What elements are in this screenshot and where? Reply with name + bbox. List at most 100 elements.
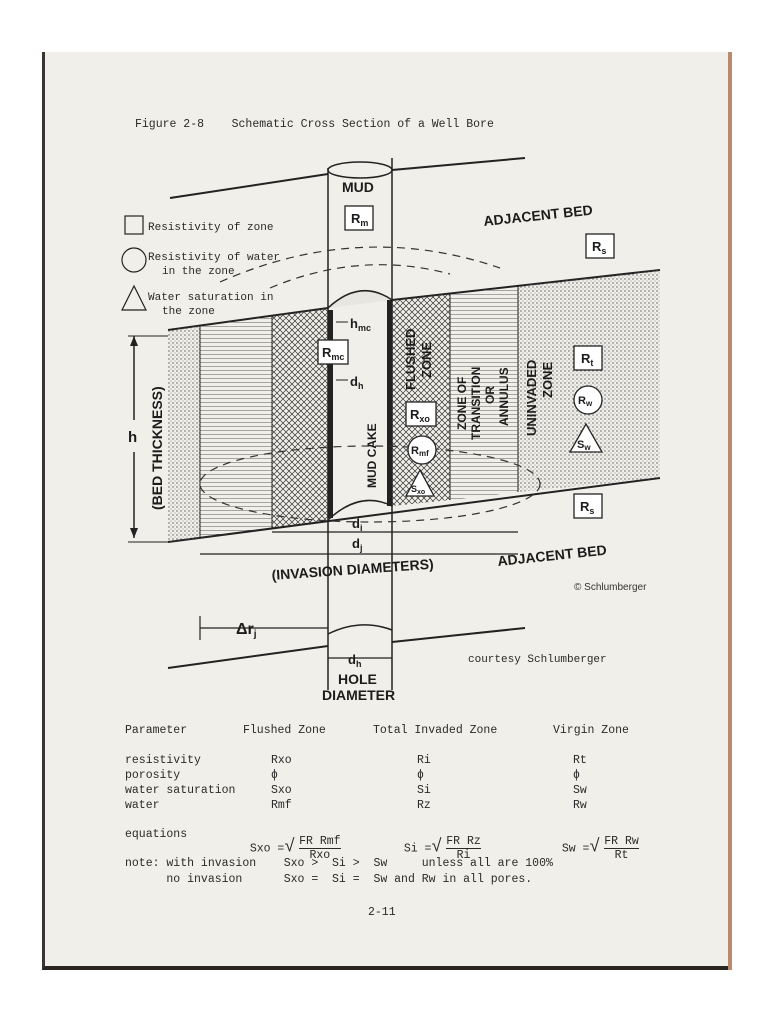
delta-r-label: Δrj: [236, 621, 257, 640]
si-denominator: Ri: [456, 849, 471, 862]
document-page: [42, 52, 728, 970]
table-header: Flushed Zone: [243, 724, 326, 737]
copyright-label: © Schlumberger: [574, 582, 647, 593]
left-uninvaded-zone: [168, 326, 200, 542]
legend-circle-text-2: in the zone: [162, 266, 235, 278]
sxo-numerator: FR Rmf: [299, 835, 341, 849]
transition-label-1: ZONE OF: [455, 377, 469, 430]
table-header: Virgin Zone: [553, 724, 629, 737]
hole-label-2: DIAMETER: [322, 687, 395, 703]
table-cell: ϕ: [271, 769, 278, 782]
svg-text:Rmf: Rmf: [411, 445, 429, 458]
table-cell: Sw: [573, 784, 587, 797]
mud-cake-left: [328, 310, 333, 518]
bed-thickness-label: (BED THICKNESS): [149, 386, 165, 510]
legend-triangle-text-2: the zone: [162, 306, 215, 318]
courtesy-label: courtesy Schlumberger: [468, 654, 607, 666]
equations-label: equations: [125, 828, 188, 841]
left-transition-zone: [200, 316, 272, 538]
table-cell: porosity: [125, 769, 181, 782]
sw-symbol: Sw: [568, 422, 604, 453]
right-uninvaded-zone: [518, 270, 660, 492]
well-bore-diagram: Resistivity of zone Resistivity of water…: [121, 157, 661, 703]
mud-cake-label: MUD CAKE: [365, 423, 379, 488]
right-transition-zone: [450, 286, 518, 500]
svg-text:Rs: Rs: [580, 499, 594, 516]
table-cell: Rt: [573, 754, 587, 767]
mud-label: MUD: [342, 179, 374, 195]
rxo-symbol: Rxo: [405, 401, 437, 427]
rmf-symbol: Rmf: [407, 435, 437, 465]
borehole-cut-bottom: [327, 499, 393, 521]
table-cell: Rxo: [271, 754, 292, 767]
formation-top-right: [391, 269, 661, 301]
upper-bed-line-left: [169, 173, 329, 199]
table-header: Total Invaded Zone: [373, 724, 498, 737]
svg-text:Sw: Sw: [577, 439, 591, 452]
table-cell: Rmf: [271, 799, 292, 812]
rmc-symbol: Rmc: [317, 339, 349, 365]
table-row: resistivity Rxo Ri Rt: [125, 754, 629, 769]
dj-label: dj: [352, 536, 362, 553]
h-label: h: [128, 429, 137, 446]
borehole-bottom-ellipse: [327, 624, 393, 635]
invasion-arc-mid: [269, 264, 451, 289]
svg-text:Rs: Rs: [592, 239, 606, 256]
left-flushed-zone: [272, 308, 328, 528]
table-cell: Si: [417, 784, 431, 797]
lower-bed-line-left: [167, 645, 329, 669]
svg-text:Rw: Rw: [578, 395, 593, 408]
table-cell: Rw: [573, 799, 587, 812]
sw-denominator: Rt: [614, 849, 629, 862]
table-cell: ϕ: [417, 769, 424, 782]
invasion-ellipse-lower: [199, 445, 541, 523]
note-line-1: note: with invasion Sxo > Si > Sw unless…: [125, 857, 553, 870]
rm-symbol: Rm: [344, 205, 374, 231]
svg-text:Sxo: Sxo: [411, 484, 425, 496]
uninvaded-label-1: UNINVADED: [524, 360, 539, 436]
lower-bed-line-right: [391, 627, 526, 643]
legend-circle-text-1: Resistivity of water: [148, 252, 280, 264]
svg-text:Rt: Rt: [581, 351, 593, 368]
dh-label-upper: dh: [350, 374, 363, 391]
sxo-equation-lhs: Sxo =: [249, 842, 285, 856]
page-number: 2-11: [368, 906, 396, 919]
hmc-label: hmc: [350, 316, 371, 333]
sxo-symbol: Sxo: [404, 468, 436, 497]
legend-square-text: Resistivity of zone: [148, 222, 273, 234]
si-numerator: FR Rz: [446, 835, 481, 849]
flushed-zone-label-1: FLUSHED: [403, 329, 418, 390]
transition-label-2: TRANSITION: [469, 367, 483, 440]
legend-triangle-icon: [121, 284, 147, 311]
formation-bottom: [167, 477, 661, 543]
table-cell: water: [125, 799, 160, 812]
dh-label-lower: dh: [348, 652, 361, 669]
table-row: water saturation Sxo Si Sw: [125, 784, 629, 799]
parameter-table: Parameter Flushed Zone Total Invaded Zon…: [125, 724, 629, 814]
page-spine-edge: [728, 52, 732, 970]
hole-label-1: HOLE: [338, 671, 377, 687]
si-equation-lhs: Si =: [403, 842, 432, 856]
uninvaded-label-2: ZONE: [540, 362, 555, 398]
rs-upper-symbol: Rs: [585, 233, 615, 259]
adjacent-bed-upper-label: ADJACENT BED: [483, 202, 594, 229]
table-cell: ϕ: [573, 769, 580, 782]
table-cell: Sxo: [271, 784, 292, 797]
di-label: di: [352, 516, 362, 533]
svg-text:Rmc: Rmc: [322, 345, 344, 362]
table-cell: water saturation: [125, 784, 236, 797]
transition-label-3: OR: [483, 386, 497, 404]
table-cell: resistivity: [125, 754, 201, 767]
rs-lower-symbol: Rs: [573, 493, 603, 519]
sw-equation-lhs: Sw =: [561, 842, 590, 856]
flushed-zone-label-2: ZONE: [419, 342, 434, 378]
figure-title: Figure 2-8 Schematic Cross Section of a …: [135, 118, 494, 131]
sw-numerator: FR Rw: [604, 835, 639, 849]
invasion-arc-upper: [219, 246, 501, 283]
table-row: porosity ϕ ϕ ϕ: [125, 769, 629, 784]
adjacent-bed-lower-label: ADJACENT BED: [497, 542, 608, 569]
legend-square-icon: [124, 215, 144, 235]
